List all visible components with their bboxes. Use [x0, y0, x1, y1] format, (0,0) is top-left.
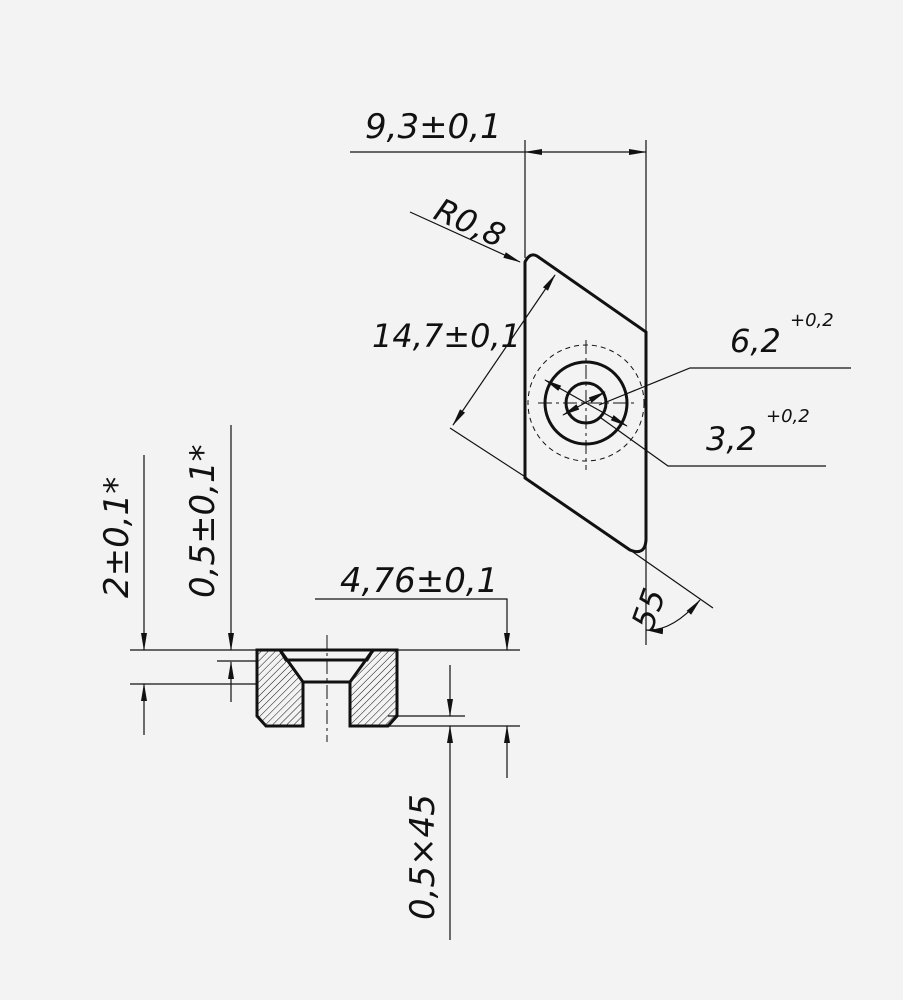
section-view: 2±0,1* 0,5±0,1* 4,76±0,1 0,5×45: [97, 425, 520, 940]
angle-arc: [645, 599, 701, 635]
step-dim-label: 2±0,1*: [97, 477, 137, 598]
inner-hole-tol-label: +0,2: [766, 406, 810, 427]
counterbore-dim-label: 0,5±0,1*: [183, 444, 223, 598]
thickness-dim-label: 4,76±0,1: [340, 561, 498, 601]
radius-leader: [409, 211, 521, 263]
outer-hole-leader: [598, 367, 851, 406]
inner-hole-dim-line: [562, 391, 606, 416]
inner-hole-dim-label: 3,2: [706, 420, 757, 458]
diagonal-dim-line: [452, 274, 556, 426]
diagonal-extension-left: [449, 427, 528, 479]
radius-dim-label: R0,8: [429, 191, 511, 255]
outer-hole-dim-label: 6,2: [730, 322, 781, 360]
angle-extension-slant: [629, 549, 714, 609]
outer-hole-tol-label: +0,2: [790, 310, 834, 331]
thickness-leader: [315, 598, 510, 651]
width-dim-label: 9,3±0,1: [365, 107, 502, 147]
chamfer-dim-label: 0,5×45: [403, 794, 443, 920]
diagonal-dim-label: 14,7±0,1: [372, 317, 521, 355]
inner-hole-leader: [600, 417, 826, 467]
